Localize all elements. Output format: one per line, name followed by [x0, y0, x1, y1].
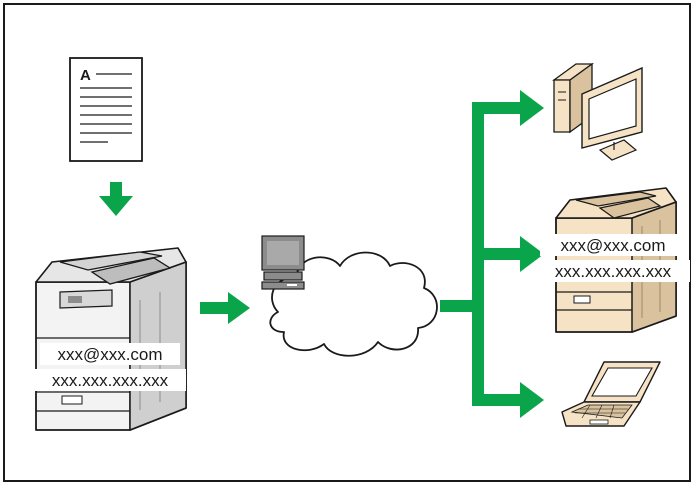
multifunction-printer-icon: xxx@xxx.com xxx.xxx.xxx.xxx [536, 187, 690, 333]
destination-email-label: xxx@xxx.com [560, 236, 665, 255]
network-cloud-icon [269, 251, 438, 357]
source-email-label: xxx@xxx.com [57, 345, 162, 364]
document-letter: A [80, 67, 91, 84]
multifunction-printer-icon: xxx@xxx.com xxx.xxx.xxx.xxx [34, 247, 187, 431]
arrow-right-to-network [200, 292, 250, 324]
laptop-icon [561, 361, 661, 427]
desktop-computer-icon [552, 62, 643, 161]
server-computer-icon [261, 235, 305, 290]
arrow-down [99, 182, 133, 216]
destination-ip-label: xxx.xxx.xxx.xxx [555, 262, 672, 281]
distribution-arrows [440, 90, 544, 418]
source-ip-label: xxx.xxx.xxx.xxx [52, 371, 169, 390]
document-icon: A [69, 57, 143, 162]
